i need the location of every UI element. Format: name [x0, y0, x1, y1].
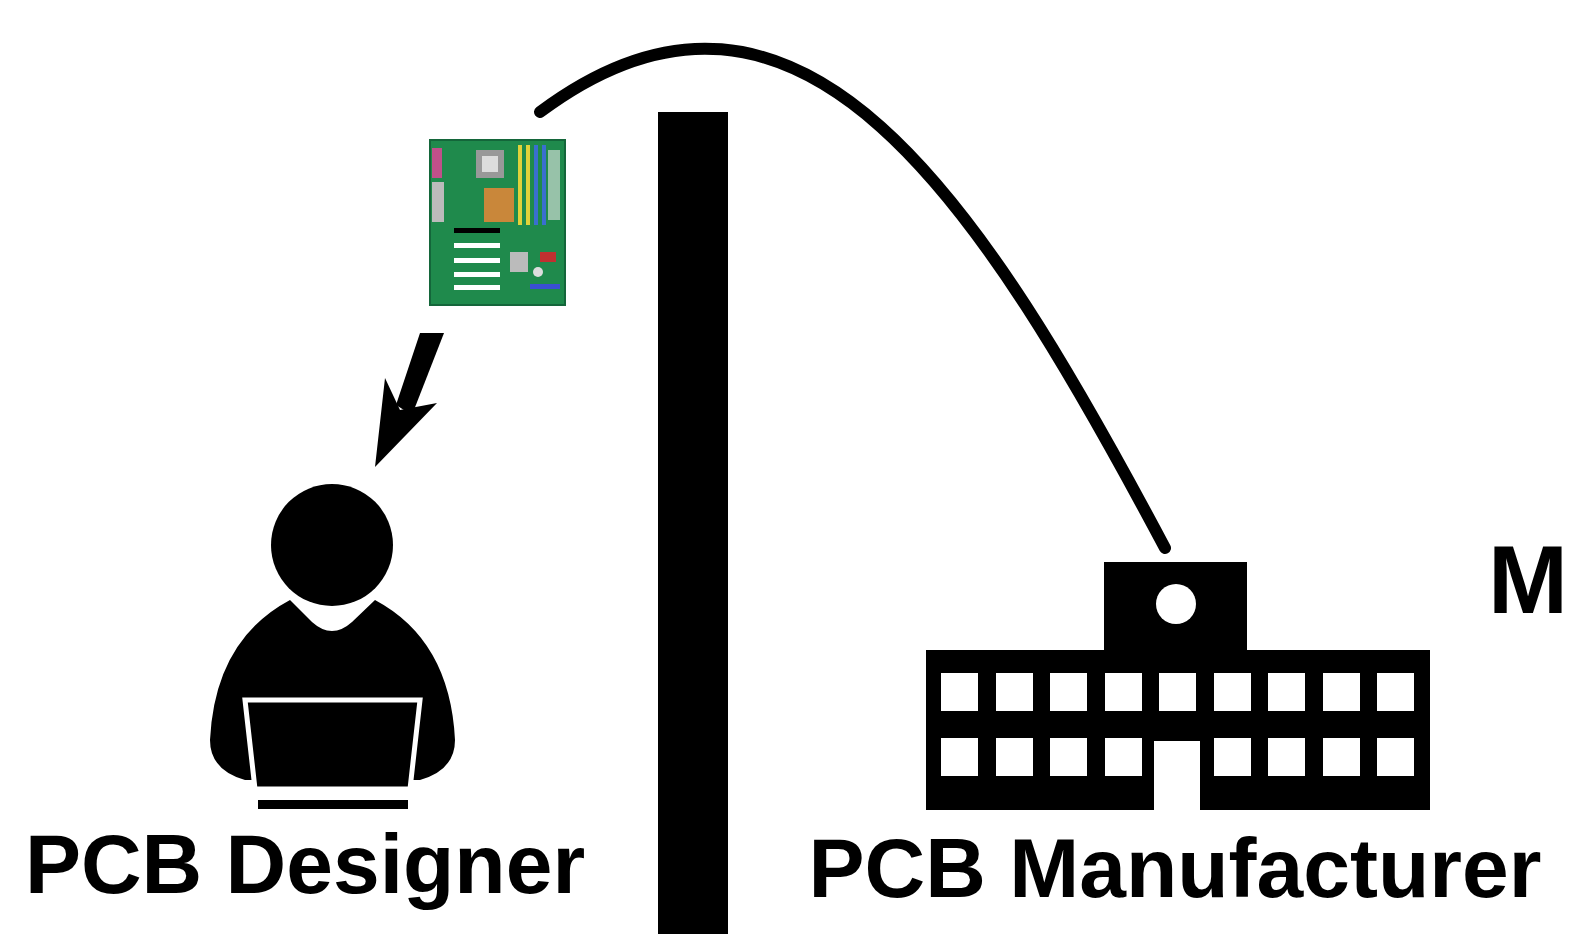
pcb-board [430, 140, 565, 305]
factory-icon [926, 562, 1430, 811]
cut-off-label: M [1488, 532, 1568, 628]
designer-node: PCB Designer [0, 470, 610, 920]
person-icon [210, 484, 455, 809]
node-label: PCB Manufacturer [809, 826, 1542, 910]
wall-bar [658, 112, 728, 934]
manufacturer-node: PCB Manufacturer [770, 548, 1580, 920]
hand-over-connector [375, 49, 1165, 548]
node-label: PCB Designer [25, 822, 585, 906]
